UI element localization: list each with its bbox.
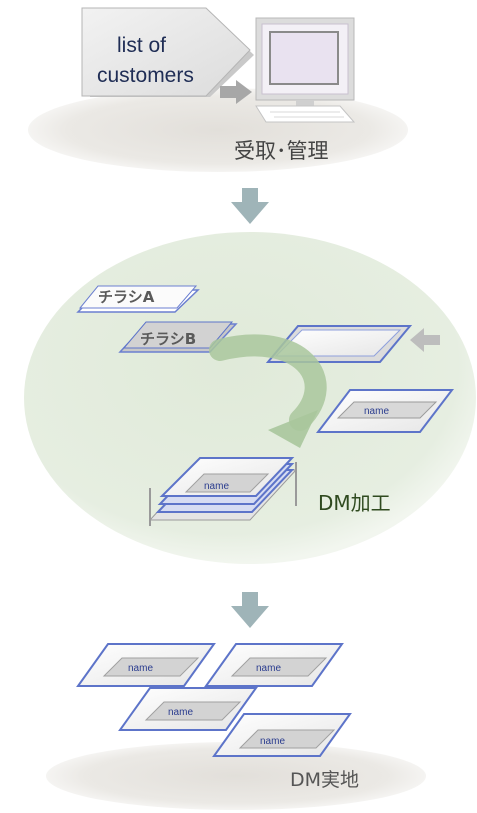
card-name-label: name bbox=[364, 406, 389, 417]
envelope-stack: name bbox=[148, 457, 298, 526]
mail-card-1-label: name bbox=[128, 663, 153, 674]
mail-card-3: name bbox=[118, 687, 258, 731]
mail-card-2: name bbox=[204, 643, 344, 687]
intake-label: 受取･管理 bbox=[234, 139, 329, 163]
mail-card-4: name bbox=[212, 713, 352, 757]
document-line-1: list of bbox=[117, 34, 166, 57]
right-arrow-icon bbox=[220, 80, 252, 104]
processing-label: DM加工 bbox=[318, 491, 391, 515]
down-arrow-icon bbox=[231, 592, 269, 628]
intake-stage: list of customers 受取･管理 bbox=[28, 7, 408, 172]
down-arrow-icon bbox=[231, 188, 269, 224]
document-line-2: customers bbox=[97, 64, 194, 87]
left-arrow-icon bbox=[410, 328, 440, 352]
stack-name-label: name bbox=[204, 481, 229, 492]
cycle-arrow-icon bbox=[209, 334, 327, 448]
mail-card-1: name bbox=[76, 643, 216, 687]
flyer-b-label: チラシB bbox=[140, 330, 196, 348]
computer-icon bbox=[255, 17, 356, 123]
mail-card-3-label: name bbox=[168, 707, 193, 718]
mail-card-icon: name bbox=[315, 389, 455, 433]
intake-ellipse bbox=[28, 88, 408, 172]
customer-list-document: list of customers bbox=[81, 7, 254, 97]
processing-stage: チラシA チラシB name bbox=[24, 232, 476, 564]
shipping-ellipse bbox=[46, 742, 426, 810]
mail-card-2-label: name bbox=[256, 663, 281, 674]
flyer-b: チラシB bbox=[118, 321, 238, 353]
flyer-a: チラシA bbox=[76, 285, 200, 313]
processing-ellipse bbox=[24, 232, 476, 564]
shipping-label: DM実地 bbox=[290, 769, 359, 791]
mail-card-4-label: name bbox=[260, 736, 285, 747]
shipping-stage: name name name name DM実地 bbox=[46, 643, 426, 810]
flyer-a-label: チラシA bbox=[98, 288, 155, 306]
